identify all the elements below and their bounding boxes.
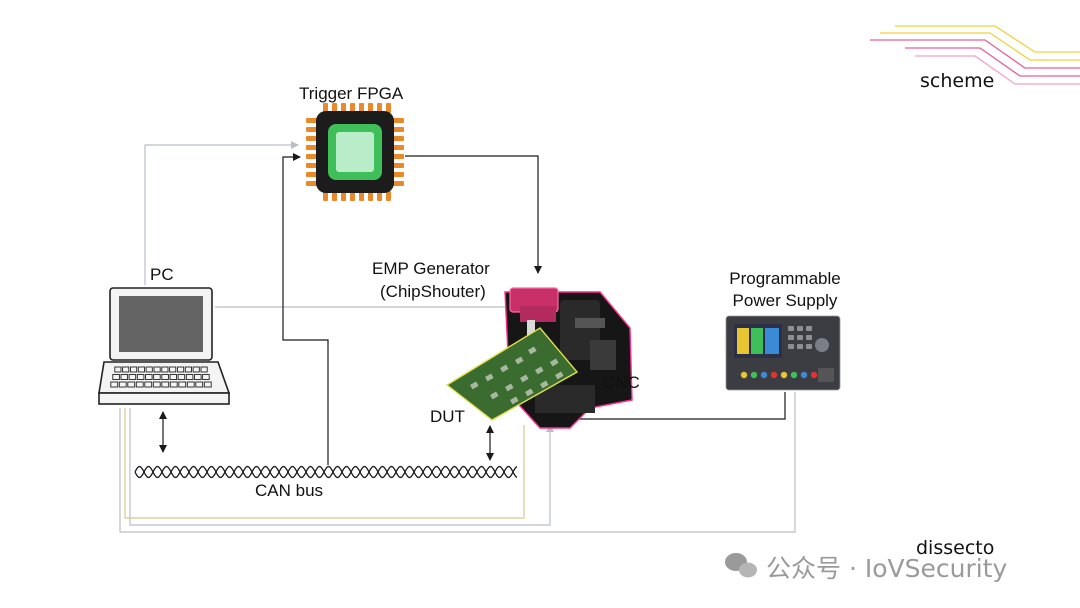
pc-label: PC [150, 265, 174, 284]
dissecto-logo-text: dissecto [916, 537, 995, 559]
pc-to-fpga-line [144, 141, 299, 285]
can-bus-cable [134, 465, 518, 479]
dark-connections [159, 153, 786, 465]
corner-decoration [870, 25, 1080, 85]
pc-to-dut-line [124, 408, 525, 519]
pc-to-cnc-line [129, 408, 554, 526]
cnc-label: CNC [603, 373, 640, 392]
emp-generator-sublabel: (ChipShouter) [380, 282, 486, 301]
scheme-label: scheme [920, 70, 995, 92]
power-supply [725, 315, 841, 391]
fpga-label: Trigger FPGA [299, 84, 404, 103]
emp-generator-label: EMP Generator [372, 259, 490, 278]
power-supply-label-line2: Power Supply [732, 291, 838, 310]
watermark-text: 公众号 · IoVSecurity [766, 554, 1008, 583]
pc-to-power-line [119, 392, 796, 533]
dut-board [445, 327, 579, 421]
wechat-icon [725, 553, 757, 578]
can-to-fpga-line [282, 153, 329, 465]
laptop-icon [98, 287, 231, 405]
fpga-chip [306, 103, 404, 201]
dut-label: DUT [430, 407, 465, 426]
fpga-to-emp-line [405, 155, 542, 274]
power-supply-label-line1: Programmable [729, 269, 841, 288]
light-connections [119, 141, 796, 533]
power-to-cnc-line [555, 392, 786, 423]
can-bus-label: CAN bus [255, 481, 324, 500]
